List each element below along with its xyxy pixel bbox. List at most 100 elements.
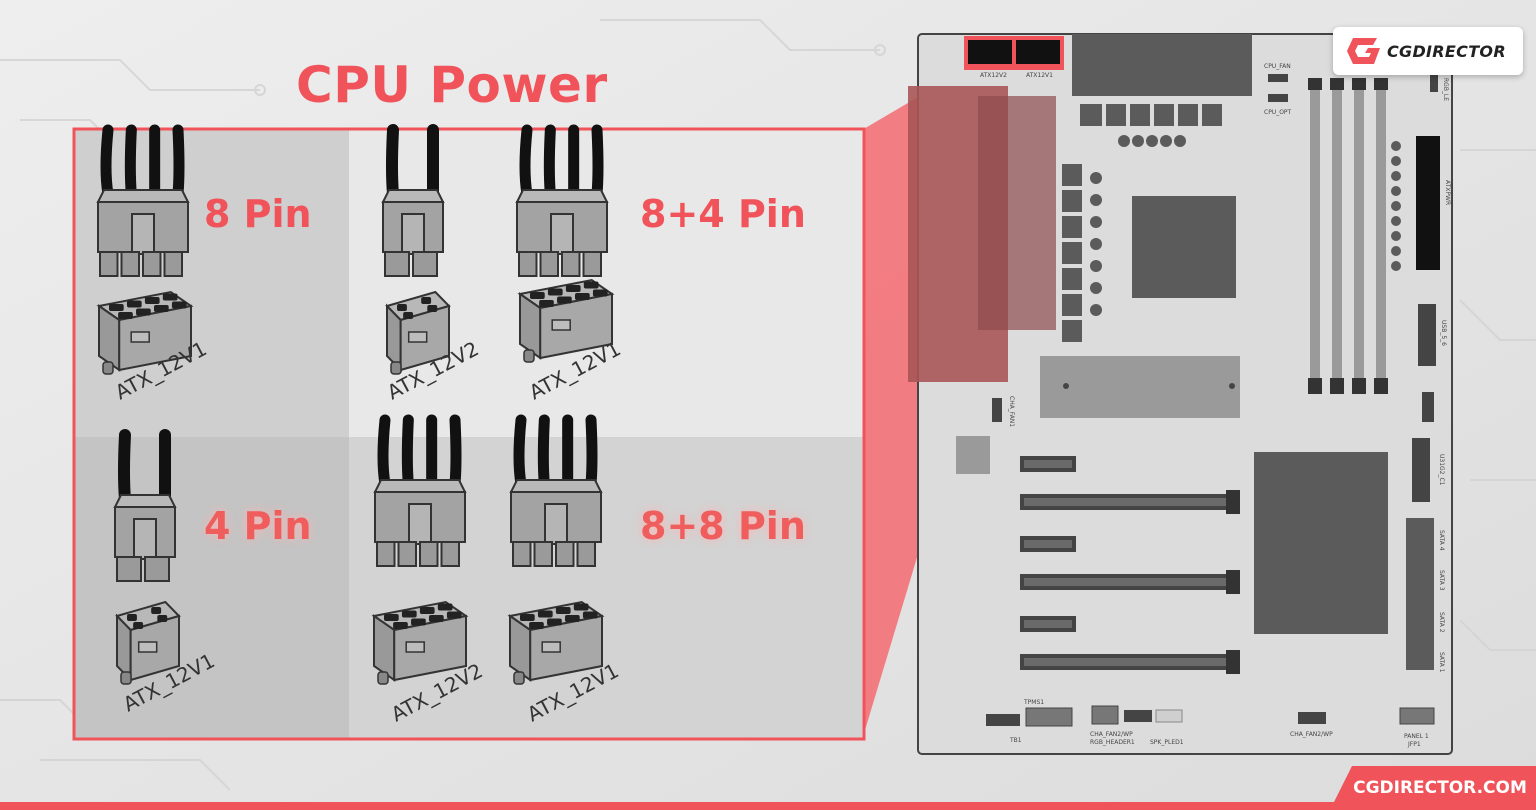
cha-fan2-header-b — [1298, 712, 1326, 724]
pcie-slot-inner — [1024, 578, 1236, 586]
capacitor — [1391, 261, 1401, 271]
cpu-socket — [1132, 196, 1236, 298]
vrm-choke — [1178, 104, 1198, 126]
cpu-fan-label: CPU_FAN — [1264, 63, 1291, 70]
capacitor — [1174, 135, 1186, 147]
cg-logo-icon — [1347, 38, 1380, 64]
panel-cell-4pin — [75, 437, 349, 738]
usb-header — [1418, 304, 1436, 366]
small-header — [1422, 392, 1434, 422]
io-overlay-inner — [978, 96, 1056, 330]
pcie-slot-inner — [1024, 658, 1236, 666]
vrm-choke — [1062, 294, 1082, 316]
pcie-latch — [1226, 490, 1240, 514]
connector-label-4pin: 4 Pin — [204, 504, 312, 548]
capacitor — [1391, 216, 1401, 226]
pcie-slot-inner — [1024, 460, 1072, 468]
capacitor — [1391, 156, 1401, 166]
cpu-fan-header — [1268, 74, 1288, 82]
io-shield-block — [1072, 34, 1252, 96]
rgb-header — [1091, 705, 1119, 725]
audio-chip — [956, 436, 990, 474]
atx12v1-label: ATX12V1 — [1026, 72, 1053, 79]
spk-label: SPK_PLED1 — [1150, 739, 1184, 746]
jfp-label: JFP1 — [1407, 741, 1421, 748]
tb1-label: TB1 — [1009, 737, 1022, 744]
cpu-opt-label: CPU_OPT — [1264, 109, 1292, 116]
capacitor — [1391, 186, 1401, 196]
socket-4pin — [115, 600, 181, 685]
panel-label: PANEL 1 — [1404, 733, 1429, 740]
footer-bar — [0, 802, 1536, 810]
usb-c-header — [1412, 438, 1430, 502]
atxpwr-label: ATXPWR — [1444, 180, 1451, 205]
capacitor — [1146, 135, 1158, 147]
connector-label-8plus4pin: 8+4 Pin — [640, 192, 806, 236]
vrm-choke — [1082, 104, 1102, 126]
pcie-slot-inner — [1024, 498, 1236, 506]
cha-fan2-wp-label-b: CHA_FAN2/WP — [1290, 731, 1333, 738]
vrm-choke — [1062, 268, 1082, 290]
connector-panel — [72, 127, 866, 741]
tpms1-label: TPMS1 — [1023, 699, 1044, 706]
sata4-label: SATA 4 — [1438, 530, 1445, 551]
cha-fan1-label: CHA_FAN1 — [1008, 396, 1015, 427]
logo-text: CGDIRECTOR — [1387, 41, 1506, 61]
capacitor — [1090, 282, 1102, 294]
page-title: CPU Power — [296, 56, 608, 114]
cha-fan2-wp-label-a: CHA_FAN2/WP — [1090, 731, 1133, 738]
dimm-slot — [1332, 78, 1342, 394]
capacitor — [1090, 260, 1102, 272]
tb1-header — [986, 714, 1020, 726]
dimm-latch — [1330, 78, 1344, 90]
pcie-latch — [1226, 650, 1240, 674]
capacitor — [1090, 216, 1102, 228]
connector-label-8plus8pin: 8+8 Pin — [640, 504, 806, 548]
capacitor — [1090, 172, 1102, 184]
pcie-latch — [1226, 570, 1240, 594]
tpms-header — [1025, 707, 1073, 727]
pcie-slot-inner — [1024, 620, 1072, 628]
cha-fan1-header — [992, 398, 1002, 422]
dimm-slot — [1354, 78, 1364, 394]
sata3-label: SATA 3 — [1438, 570, 1445, 591]
chipset — [1254, 452, 1388, 634]
brand-logo: CGDIRECTOR — [1333, 27, 1523, 75]
vrm-choke — [1154, 104, 1174, 126]
plug-8pin-a-of-8plus8 — [373, 414, 467, 567]
plug-4pin-of-8plus4 — [381, 124, 445, 277]
panel-cell-8pin — [75, 130, 349, 437]
dimm-latch — [1352, 378, 1366, 394]
sata2-label: SATA 2 — [1438, 612, 1445, 633]
rgb-led-label: RGB_LE — [1442, 78, 1449, 101]
capacitor — [1391, 141, 1401, 151]
dimm-latch — [1374, 78, 1388, 90]
screw — [1063, 383, 1069, 389]
plug-8pin — [96, 124, 190, 277]
capacitor — [1391, 246, 1401, 256]
capacitor — [1090, 304, 1102, 316]
footer-url: CGDIRECTOR.COM — [1330, 766, 1536, 810]
dimm-latch — [1308, 78, 1322, 90]
plug-8pin-b-of-8plus8 — [509, 414, 603, 567]
capacitor — [1090, 194, 1102, 206]
socket-8pin-of-8plus4 — [517, 278, 615, 363]
dimm-latch — [1352, 78, 1366, 90]
plug-8pin-of-8plus4 — [515, 124, 609, 277]
dimm-latch — [1374, 378, 1388, 394]
pcie-slot-inner — [1024, 540, 1072, 548]
atx-24pin-header — [1416, 136, 1440, 270]
vrm-choke — [1106, 104, 1126, 126]
capacitor — [1090, 238, 1102, 250]
panel-cell-8plus4pin — [349, 130, 863, 437]
atx12v1-header — [1016, 40, 1060, 64]
rgb-header-label: RGB_HEADER1 — [1090, 739, 1135, 746]
usb-label: USB_5_6 — [1440, 320, 1447, 346]
vrm-choke — [1130, 104, 1150, 126]
cpu-opt-header — [1268, 94, 1288, 102]
vrm-choke — [1202, 104, 1222, 126]
capacitor — [1391, 231, 1401, 241]
socket-8pin-a-of-8plus8 — [371, 600, 469, 685]
